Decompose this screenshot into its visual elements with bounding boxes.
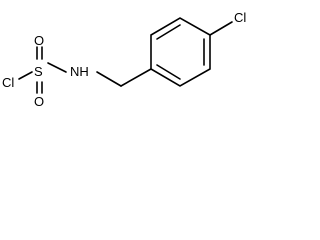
bond-ring-cl	[209, 21, 233, 36]
atom-oxygen-bottom: O	[34, 94, 44, 109]
bond-cl-s	[18, 71, 33, 80]
atom-cl-sulfonyl: Cl	[2, 75, 14, 90]
bond-ch2-ring	[120, 68, 152, 87]
bond-s-n	[47, 62, 67, 73]
atom-nitrogen: NH	[70, 64, 89, 79]
atom-oxygen-top: O	[34, 33, 44, 48]
bond-n-ch2	[96, 71, 122, 87]
structure-diagram: Cl S O O NH Cl	[2, 10, 246, 109]
atom-cl-ring: Cl	[234, 10, 246, 25]
ring-double-bond-1	[156, 24, 181, 40]
atom-sulfur: S	[34, 64, 43, 79]
ring-double-bond-3	[156, 64, 181, 80]
benzene-ring	[150, 17, 211, 87]
